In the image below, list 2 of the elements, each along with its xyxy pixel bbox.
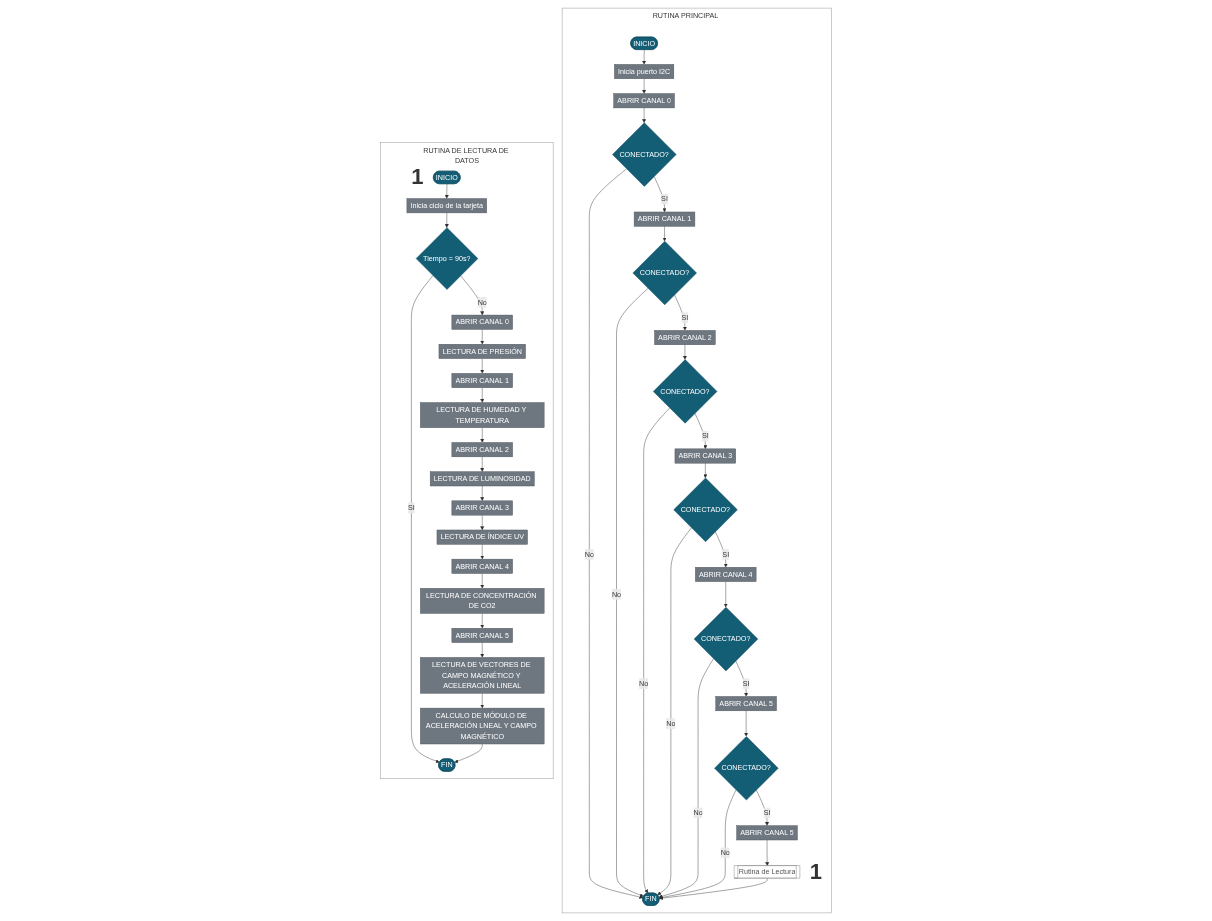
reference-number: 1	[809, 859, 823, 884]
reference-number: 1	[411, 165, 424, 190]
